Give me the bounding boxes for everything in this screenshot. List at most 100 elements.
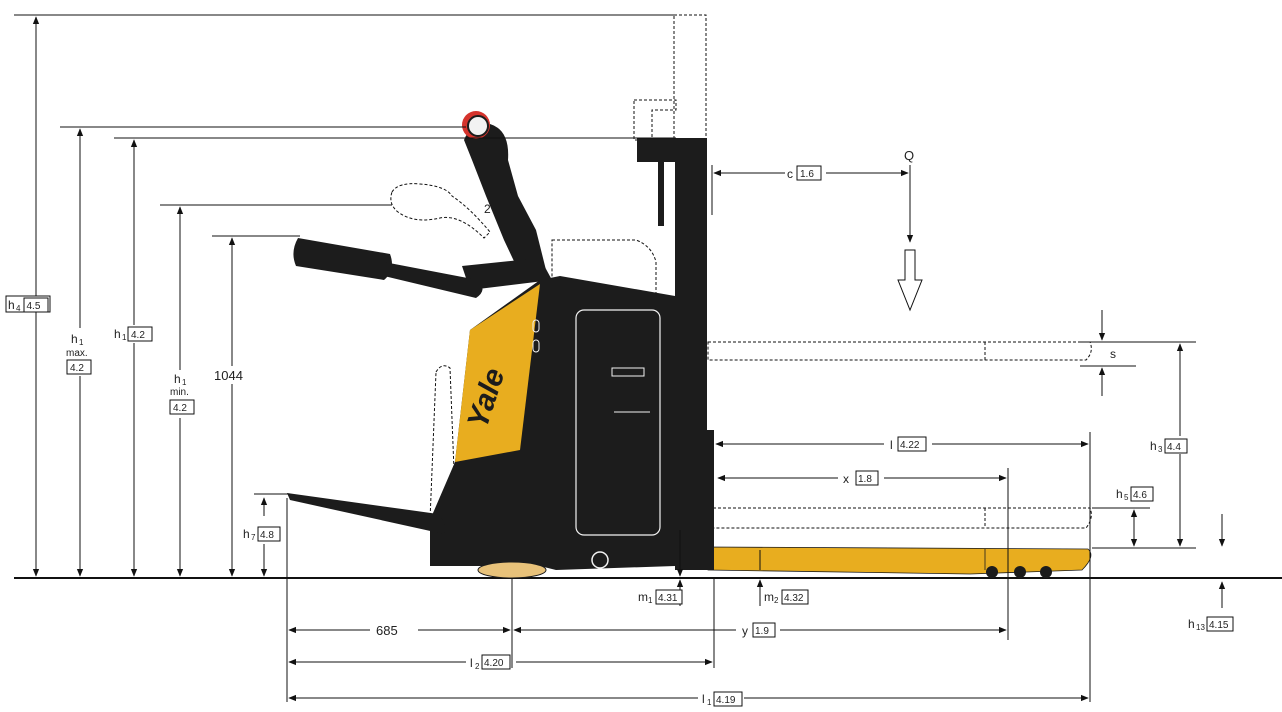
code-label: 4.31 <box>658 593 678 604</box>
dim-symbol: s <box>1110 347 1116 361</box>
dim-h4: h 4 4.5 <box>5 14 676 577</box>
dim-h7: h 7 4.8 <box>243 493 290 577</box>
dim-s: s <box>1080 310 1196 396</box>
dim-y: y 1.9 <box>513 622 1007 638</box>
dim-c: c 1.6 <box>711 165 911 215</box>
code-box <box>1206 616 1234 632</box>
code-box <box>1130 486 1154 502</box>
load-arrow <box>897 249 923 312</box>
dim-note: max. <box>66 348 88 359</box>
fork <box>707 546 1092 575</box>
initial-lift-forks-outline <box>707 507 1092 529</box>
code-label: 4.5 <box>27 301 41 312</box>
dim-symbol: m <box>638 590 648 604</box>
dim-subscript: 2 <box>475 662 480 671</box>
dim-l2: l 2 4.20 <box>288 654 713 671</box>
code-box <box>481 654 511 670</box>
tiller-base <box>462 258 552 290</box>
load-symbol: Q <box>904 148 914 163</box>
dim-tiller-height: 1044 <box>212 235 300 577</box>
dim-symbol: x <box>843 472 849 486</box>
tiller-head <box>467 115 489 137</box>
dim-h5: h 5 4.6 <box>1092 486 1226 547</box>
code-label: 4.22 <box>900 440 920 451</box>
code-box <box>897 436 927 452</box>
dim-value: 1044 <box>214 368 243 383</box>
support-wheel <box>591 551 609 569</box>
code-label: 4.4 <box>1167 442 1181 453</box>
dim-m2: m 2 4.32 <box>756 550 809 606</box>
code-box <box>796 165 822 181</box>
dim-m1: m 1 4.31 <box>638 530 684 606</box>
dim-value: 685 <box>376 623 398 638</box>
dim-subscript: 1 <box>182 378 187 387</box>
dim-symbol: l <box>702 692 705 706</box>
cover-slot-1 <box>532 319 540 333</box>
dim-subscript: 1 <box>79 338 84 347</box>
dim-symbol: h <box>114 327 121 341</box>
mast-top-bracket <box>637 138 675 162</box>
code-box <box>855 470 879 486</box>
code-label: 4.2 <box>173 403 187 414</box>
code-label: 1.9 <box>755 626 769 637</box>
pallet-truck: Yale 2 <box>287 14 1092 579</box>
dim-symbol: l <box>890 438 893 452</box>
dim-symbol: h <box>1150 439 1157 453</box>
tiller-neck <box>464 124 546 274</box>
dim-h13: h 13 4.15 <box>1188 581 1234 632</box>
dim-subscript: 1 <box>648 596 653 605</box>
tiller-shaft <box>384 262 483 298</box>
dim-subscript: 2 <box>774 596 779 605</box>
dim-h1: h 1 4.2 <box>110 137 676 577</box>
code-label: 4.15 <box>1209 620 1229 631</box>
tiller-handlebar <box>293 238 392 280</box>
dim-subscript: 4 <box>16 304 21 313</box>
code-label: 4.6 <box>1133 490 1147 501</box>
side-guard-outline <box>551 239 657 296</box>
dim-symbol: y <box>742 624 748 638</box>
code-box <box>713 691 743 707</box>
dim-x: x 1.8 <box>717 468 1009 640</box>
code-box <box>127 326 153 342</box>
code-box <box>655 589 683 605</box>
dim-subscript: 3 <box>1158 445 1163 454</box>
load-roller-1 <box>986 566 998 578</box>
dim-note: min. <box>170 387 189 398</box>
code-box <box>66 359 92 375</box>
label-bg <box>212 366 252 384</box>
code-box <box>169 399 195 415</box>
code-label: 4.20 <box>484 658 504 669</box>
raised-forks-outline <box>707 341 1092 361</box>
dim-symbol: h <box>174 372 181 386</box>
dim-subscript: 1 <box>707 698 712 707</box>
dim-symbol: h <box>243 527 250 541</box>
load-roller-2 <box>1014 566 1026 578</box>
cover-slot-2 <box>532 339 540 353</box>
folded-tiller-outline <box>390 183 491 239</box>
dim-h1-max: h 1 max. 4.2 <box>60 126 466 577</box>
dim-l1: l 1 4.19 <box>288 691 1089 707</box>
status-panel <box>611 367 645 377</box>
dim-platform-685: 685 <box>288 623 511 638</box>
dim-l: l 4.22 <box>715 432 1091 702</box>
dim-subscript: 13 <box>1196 623 1205 632</box>
dim-symbol: h <box>1188 617 1195 631</box>
mast-arm <box>658 162 664 226</box>
code-label: 4.19 <box>716 695 736 706</box>
fold-down-platform-outline <box>429 365 455 521</box>
dim-h1-min: h 1 min. 4.2 <box>160 204 392 577</box>
dim-symbol: l <box>470 656 473 670</box>
code-box <box>781 589 809 605</box>
code-label: 4.2 <box>70 363 84 374</box>
code-box <box>257 526 281 542</box>
side-cover <box>455 284 540 462</box>
dim-symbol: h <box>8 298 15 312</box>
raised-handle-outline <box>633 99 677 141</box>
code-box <box>23 297 49 313</box>
dim-h3: h 3 4.4 <box>1092 343 1196 549</box>
dim-symbol: h <box>71 332 78 346</box>
dim-subscript: 5 <box>1124 493 1129 502</box>
dim-symbol: h <box>1116 487 1123 501</box>
